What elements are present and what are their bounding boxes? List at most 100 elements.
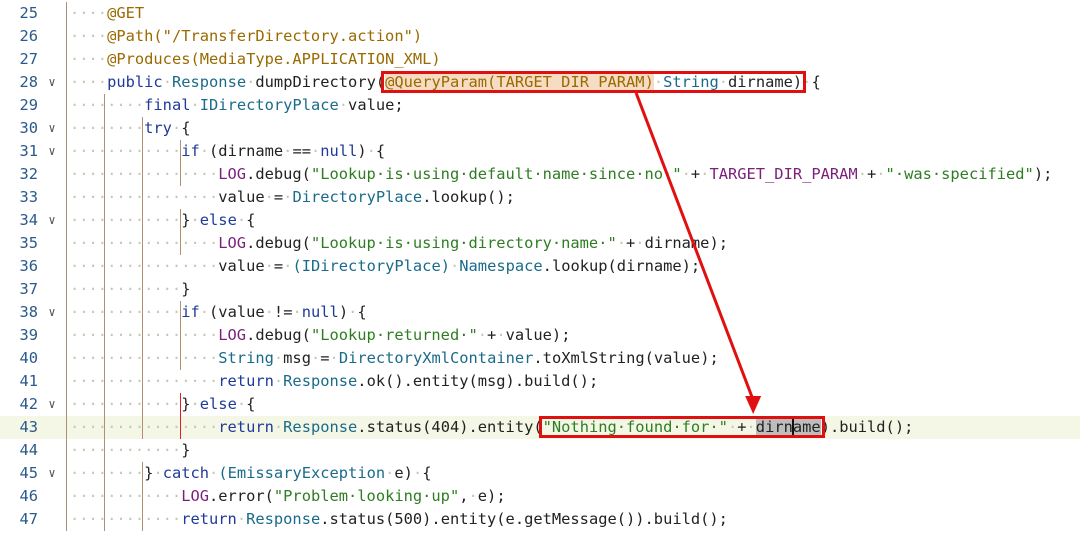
code-text: ············}·else·{ [70, 209, 255, 232]
code-line-37[interactable]: 37············} [0, 278, 1080, 301]
code-token: · [199, 142, 210, 160]
indent-whitespace: ···· [70, 50, 108, 68]
code-line-35[interactable]: 35················LOG.debug("Lookup·is·u… [0, 232, 1080, 255]
code-line-25[interactable]: 25····@GET [0, 2, 1080, 25]
line-number: 46 [19, 487, 38, 505]
line-number: 25 [19, 4, 38, 22]
code-token: if [181, 142, 200, 160]
fold-chevron-icon[interactable]: ∨ [48, 397, 56, 411]
code-text: ················return·Response.status(4… [70, 416, 913, 439]
code-token: .status(500).entity(e.getMessage()).buil… [320, 510, 728, 528]
code-line-29[interactable]: 29········final·IDirectoryPlace·value; [0, 94, 1080, 117]
line-number: 43 [19, 418, 38, 436]
code-token: .lookup(dirname); [542, 257, 701, 275]
code-token: } [181, 280, 191, 298]
code-line-40[interactable]: 40················String·msg·=·Directory… [0, 347, 1080, 370]
code-token: · [718, 73, 729, 91]
line-number: 30 [19, 119, 38, 137]
fold-chevron-icon[interactable]: ∨ [48, 121, 56, 135]
fold-chevron-icon[interactable]: ∨ [48, 213, 56, 227]
code-token: · [727, 418, 738, 436]
code-line-41[interactable]: 41················return·Response.ok().e… [0, 370, 1080, 393]
code-text: ················value·=·DirectoryPlace.l… [70, 186, 515, 209]
code-token: · [616, 234, 627, 252]
line-number: 33 [19, 188, 38, 206]
code-token: · [236, 510, 247, 528]
code-text: ············} [70, 439, 190, 462]
code-token: LOG [218, 165, 247, 183]
code-token: · [338, 96, 349, 114]
indent-whitespace: ···· [70, 4, 108, 22]
indent-guide [104, 94, 105, 531]
indent-whitespace: ············ [70, 211, 182, 229]
code-line-26[interactable]: 26····@Path("/TransferDirectory.action") [0, 25, 1080, 48]
code-line-27[interactable]: 27 ····@Produces(MediaType.APPLICATION_XM… [0, 48, 1080, 71]
code-token: } [144, 464, 154, 482]
arrow-shaft [634, 92, 755, 401]
code-line-36[interactable]: 36················value·=·(IDirectoryPla… [0, 255, 1080, 278]
code-token: · [264, 257, 274, 275]
code-token: return [218, 418, 274, 436]
code-token: · [246, 73, 256, 91]
indent-whitespace: ············ [70, 510, 182, 528]
indent-whitespace: ················ [70, 165, 219, 183]
code-token: · [273, 349, 284, 367]
code-line-33[interactable]: 33 ················value·=·DirectoryPlace… [0, 186, 1080, 209]
fold-chevron-icon[interactable]: ∨ [48, 75, 56, 89]
code-token: · [468, 487, 478, 505]
line-number: 42 [19, 395, 38, 413]
code-token: "Lookup·returned·" [310, 326, 478, 344]
code-line-30[interactable]: 30∨········try·{ [0, 117, 1080, 140]
code-line-39[interactable]: 39················LOG.debug("Lookup·retu… [0, 324, 1080, 347]
code-token: · [310, 349, 321, 367]
line-number: 34 [19, 211, 38, 229]
indent-guide [180, 416, 181, 439]
indent-whitespace: ················ [70, 234, 219, 252]
code-token: { [375, 142, 386, 160]
code-token: msg [283, 349, 311, 367]
code-line-44[interactable]: 44············} [0, 439, 1080, 462]
code-line-46[interactable]: 46············LOG.error("Problem·looking… [0, 485, 1080, 508]
code-token: (dirname [209, 142, 284, 160]
line-number: 27 [19, 50, 38, 68]
code-line-32[interactable]: 32················LOG.debug("Lookup·is·u… [0, 163, 1080, 186]
code-token: · [348, 303, 358, 321]
code-token: final [144, 96, 191, 114]
indent-guide [142, 117, 143, 439]
code-line-38[interactable]: 38∨············if·(value·!=·null)·{ [0, 301, 1080, 324]
code-token: · [283, 188, 293, 206]
code-token: != [273, 303, 293, 321]
code-line-31[interactable]: 31∨············if·(dirname·==·null)·{ [0, 140, 1080, 163]
code-token: dumpDirectory( [255, 73, 386, 91]
code-token: @Produces(MediaType.APPLICATION_XML) [107, 50, 441, 68]
line-number: 35 [19, 234, 38, 252]
code-token: value; [348, 96, 404, 114]
code-text: ············return·Response.status(500).… [70, 508, 728, 531]
code-token: · [273, 418, 284, 436]
indent-whitespace: ········ [70, 96, 145, 114]
code-token: ); [1033, 165, 1053, 183]
code-token: + [487, 326, 497, 344]
code-line-45[interactable]: 45∨········}·catch·(EmissaryException·e)… [0, 462, 1080, 485]
code-token: "Nothing·found·for·" [542, 418, 728, 436]
code-token: DirectoryXmlContainer [338, 349, 534, 367]
fold-chevron-icon[interactable]: ∨ [48, 305, 56, 319]
code-token: · [190, 395, 200, 413]
code-token: · [190, 96, 200, 114]
code-line-34[interactable]: 34 ∨ ············}·else·{ [0, 209, 1080, 232]
code-token: e) [394, 464, 413, 482]
code-line-47[interactable]: 47············return·Response.status(500… [0, 508, 1080, 531]
code-line-42[interactable]: 42∨············}·else·{ [0, 393, 1080, 416]
code-token: .debug( [246, 234, 311, 252]
indent-whitespace: ················ [70, 418, 219, 436]
fold-chevron-icon[interactable]: ∨ [48, 144, 56, 158]
code-token: null [301, 303, 339, 321]
fold-chevron-icon[interactable]: ∨ [48, 466, 56, 480]
code-line-28[interactable]: 28∨····public·Response·dumpDirectory(@Qu… [0, 71, 1080, 94]
code-token: + [866, 165, 877, 183]
code-token: · [311, 142, 321, 160]
code-text: ················String·msg·=·DirectoryXm… [70, 347, 719, 370]
code-token: else [199, 211, 237, 229]
